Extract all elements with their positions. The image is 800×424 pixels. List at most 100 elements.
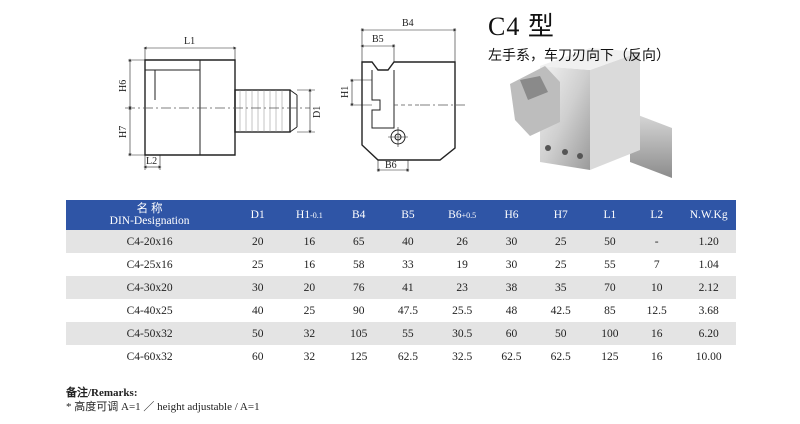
table-cell: -	[632, 230, 682, 253]
dim-h7: H7	[118, 126, 129, 138]
header-h7: H7	[533, 200, 588, 230]
table-cell: C4-20x16	[66, 230, 234, 253]
table-cell: 38	[489, 276, 534, 299]
table-cell: 7	[632, 253, 682, 276]
table-cell: 85	[587, 299, 633, 322]
table-cell: 105	[336, 322, 381, 345]
table-cell: 70	[587, 276, 633, 299]
table-cell: 10	[632, 276, 682, 299]
table-cell: 1.04	[681, 253, 736, 276]
table-cell: 40	[380, 230, 435, 253]
table-cell: 50	[533, 322, 588, 345]
table-cell: 32	[282, 345, 337, 368]
dim-h6: H6	[118, 80, 129, 92]
header-l2: L2	[632, 200, 682, 230]
dim-h1: H1	[340, 86, 351, 98]
table-cell: 1.20	[681, 230, 736, 253]
table-cell: 33	[380, 253, 435, 276]
table-cell: C4-40x25	[66, 299, 234, 322]
table-cell: 55	[380, 322, 435, 345]
model-subtitle: 左手系，车刀刃向下（反向）	[488, 48, 670, 64]
table-cell: 125	[587, 345, 633, 368]
table-cell: 20	[233, 230, 283, 253]
table-cell: 23	[434, 276, 490, 299]
header-h1: H1-0.1	[282, 200, 337, 230]
table-cell: 42.5	[533, 299, 588, 322]
table-cell: 25	[233, 253, 283, 276]
dim-d1: D1	[312, 106, 323, 118]
header-b6: B6+0.5	[434, 200, 490, 230]
table-cell: 16	[282, 253, 337, 276]
table-cell: C4-50x32	[66, 322, 234, 345]
table-cell: 60	[489, 322, 534, 345]
dim-b5: B5	[372, 34, 384, 45]
table-cell: C4-30x20	[66, 276, 234, 299]
table-cell: 3.68	[681, 299, 736, 322]
table-cell: C4-60x32	[66, 345, 234, 368]
table-cell: 76	[336, 276, 381, 299]
header-designation-en: DIN-Designation	[109, 215, 190, 227]
table-cell: 35	[533, 276, 588, 299]
table-cell: 25	[282, 299, 337, 322]
header-b5: B5	[380, 200, 435, 230]
table-cell: 16	[632, 322, 682, 345]
front-view	[350, 28, 465, 172]
table-cell: 50	[587, 230, 633, 253]
spec-table: 名 称 DIN-Designation D1 H1-0.1 B4 B5 B6+0…	[66, 200, 736, 368]
table-cell: 25.5	[434, 299, 490, 322]
remarks-line: * 高度可调 A=1 ／ height adjustable / A=1	[66, 401, 260, 413]
table-cell: 30	[489, 230, 534, 253]
table-cell: 62.5	[533, 345, 588, 368]
table-cell: 58	[336, 253, 381, 276]
model-title: C4 型	[488, 12, 555, 41]
table-cell: 2.12	[681, 276, 736, 299]
table-cell: 16	[282, 230, 337, 253]
tool-holder-render	[510, 48, 672, 178]
table-cell: 125	[336, 345, 381, 368]
table-cell: 6.20	[681, 322, 736, 345]
table-cell: 10.00	[681, 345, 736, 368]
header-designation: 名 称 DIN-Designation	[66, 200, 234, 230]
remarks-title: 备注/Remarks:	[66, 387, 138, 399]
dim-l1: L1	[184, 36, 195, 47]
table-cell: 41	[380, 276, 435, 299]
dim-b4: B4	[402, 18, 414, 29]
table-cell: 25	[533, 253, 588, 276]
table-cell: 30	[233, 276, 283, 299]
table-cell: 16	[632, 345, 682, 368]
table-cell: 19	[434, 253, 490, 276]
table-cell: 30	[489, 253, 534, 276]
table-cell: 65	[336, 230, 381, 253]
table-cell: 48	[489, 299, 534, 322]
remarks: 备注/Remarks: * 高度可调 A=1 ／ height adjustab…	[66, 386, 260, 414]
technical-drawing: L1 H6 H7 D1 L2 B4 B5 H1 B6	[118, 18, 672, 178]
table-cell: 90	[336, 299, 381, 322]
table-cell: 100	[587, 322, 633, 345]
header-l1: L1	[587, 200, 633, 230]
table-cell: 32.5	[434, 345, 490, 368]
header-designation-cn: 名 称	[136, 202, 163, 215]
table-cell: 60	[233, 345, 283, 368]
header-nw: N.W.Kg	[681, 200, 736, 230]
table-cell: C4-25x16	[66, 253, 234, 276]
side-view	[125, 46, 315, 170]
table-cell: 50	[233, 322, 283, 345]
dim-b6: B6	[385, 160, 397, 171]
table-cell: 40	[233, 299, 283, 322]
table-cell: 30.5	[434, 322, 490, 345]
table-cell: 26	[434, 230, 490, 253]
table-cell: 55	[587, 253, 633, 276]
table-cell: 47.5	[380, 299, 435, 322]
title-block: C4 型 左手系，车刀刃向下（反向）	[488, 6, 670, 65]
header-b4: B4	[336, 200, 381, 230]
header-d1: D1	[233, 200, 283, 230]
table-cell: 32	[282, 322, 337, 345]
table-cell: 62.5	[380, 345, 435, 368]
table-header-row: 名 称 DIN-Designation D1 H1-0.1 B4 B5 B6+0…	[66, 200, 736, 230]
